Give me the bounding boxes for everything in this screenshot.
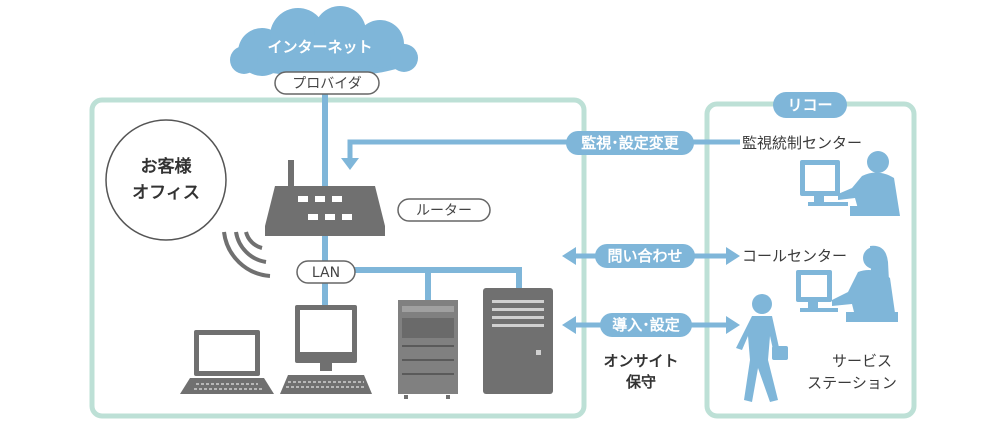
ricoh-title: リコー (787, 96, 832, 114)
router-label: ルーター (416, 203, 472, 219)
lan-label: LAN (312, 265, 340, 281)
onsite-label-line2: 保守 (625, 373, 656, 391)
install-pill (600, 313, 692, 337)
provider-pill (274, 71, 380, 95)
office-label-line2: オフィス (132, 183, 200, 203)
install-label: 導入･設定 (612, 316, 680, 334)
printer-icon (398, 300, 458, 399)
inquiry-pill (595, 244, 695, 268)
desktop-pc-icon (280, 305, 372, 394)
office-label-line1: お客様 (141, 156, 193, 177)
router-pill (397, 198, 491, 222)
office-circle (105, 119, 227, 241)
monitoring-center-label: 監視統制センター (742, 134, 862, 152)
monitoring-arrow-head (341, 158, 359, 170)
install-arrow-left (562, 316, 576, 334)
server-icon (483, 288, 553, 394)
laptop-icon (180, 330, 274, 394)
ricoh-title-pill (773, 92, 847, 118)
monitoring-operator-icon (800, 151, 900, 216)
monitoring-label: 監視･設定変更 (581, 134, 680, 152)
install-arrow-right (726, 316, 740, 334)
service-station-line2: ステーション (807, 374, 897, 392)
service-station-line1: サービス (832, 352, 892, 370)
internet-cloud-icon (230, 6, 418, 77)
call-center-operator-icon (796, 245, 898, 322)
wireless-icon (222, 231, 271, 278)
inquiry-arrow-left (562, 247, 576, 265)
inquiry-label: 問い合わせ (607, 247, 682, 265)
router-icon (265, 160, 385, 236)
service-engineer-icon (736, 294, 788, 402)
onsite-label-line1: オンサイト (603, 352, 678, 370)
call-center-label: コールセンター (742, 247, 847, 265)
provider-label: プロバイダ (292, 76, 361, 92)
internet-label: インターネット (267, 38, 372, 56)
inquiry-arrow-right (726, 247, 740, 265)
monitoring-pill (566, 131, 694, 155)
lan-pill (296, 260, 356, 284)
